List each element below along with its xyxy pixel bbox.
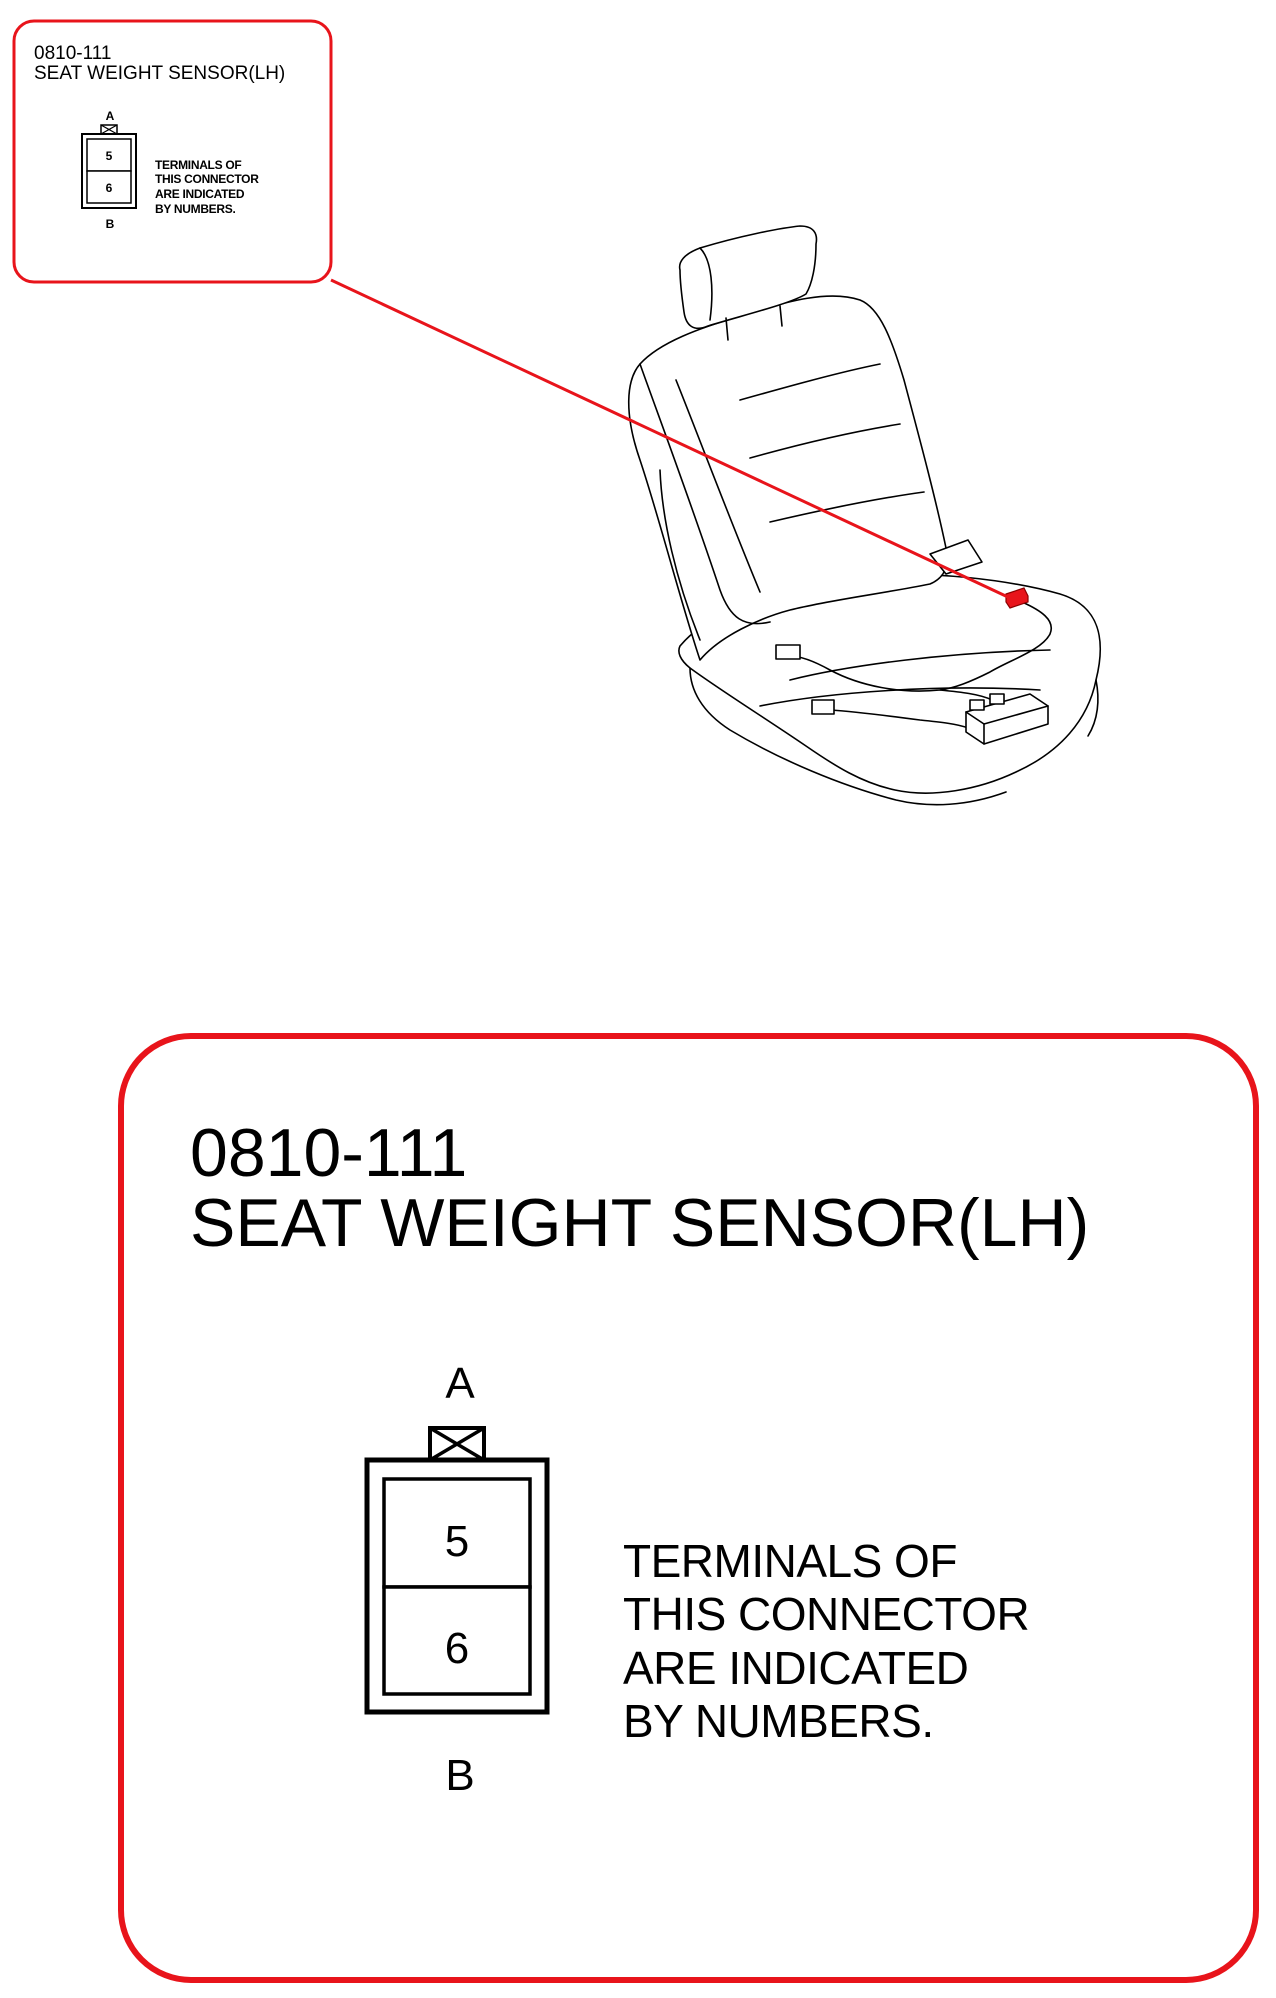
side-label-a: A — [445, 1359, 475, 1408]
small-terminal-number: 5 — [106, 149, 113, 163]
terminal-number: 5 — [445, 1517, 469, 1566]
small-connector-name: SEAT WEIGHT SENSOR(LH) — [34, 63, 285, 84]
small-terminal-cell — [86, 170, 132, 204]
small-callout[interactable]: 0810-111 SEAT WEIGHT SENSOR(LH) A 5 6 B … — [12, 19, 333, 284]
connector-face: A 5 6 B — [364, 1359, 550, 1800]
terminal-cell — [382, 1477, 532, 1589]
connector-name: SEAT WEIGHT SENSOR(LH) — [190, 1185, 1089, 1261]
wire-harness — [789, 601, 1053, 692]
callout-leader-line — [330, 278, 1011, 600]
seat-headrest — [678, 225, 818, 330]
large-callout-border — [118, 1033, 1259, 1983]
small-side-label-a: A — [106, 109, 115, 123]
seat-icon — [627, 225, 1102, 806]
lock-tab-icon — [428, 1426, 486, 1462]
control-module — [965, 693, 1049, 745]
small-terminal-note: TERMINALS OF THIS CONNECTOR ARE INDICATE… — [155, 158, 260, 216]
large-callout: 0810-111 SEAT WEIGHT SENSOR(LH) A 5 6 B … — [118, 1033, 1259, 1983]
small-note-line: TERMINALS OF — [155, 158, 241, 172]
note-line: THIS CONNECTOR — [623, 1588, 1029, 1640]
harness-connector — [811, 699, 835, 715]
seat-back — [627, 295, 948, 661]
small-terminal-number: 6 — [106, 181, 113, 195]
note-line: ARE INDICATED — [623, 1642, 968, 1694]
small-connector-code: 0810-111 — [34, 43, 111, 64]
small-terminal-cell — [86, 138, 132, 172]
small-note-line: ARE INDICATED — [155, 187, 245, 201]
note-line: TERMINALS OF — [623, 1535, 957, 1587]
note-line: BY NUMBERS. — [623, 1695, 934, 1747]
small-side-label-b: B — [106, 217, 115, 231]
small-callout-border — [12, 19, 333, 284]
seat-illustration — [627, 225, 1102, 806]
terminal-number: 6 — [445, 1624, 469, 1673]
side-label-b: B — [445, 1751, 474, 1800]
terminal-cell — [382, 1585, 532, 1696]
harness-connector — [775, 644, 801, 660]
small-note-line: BY NUMBERS. — [155, 202, 236, 216]
small-note-line: THIS CONNECTOR — [155, 172, 259, 186]
connector-code: 0810-111 — [190, 1115, 467, 1191]
highlighted-connector[interactable] — [1005, 587, 1029, 609]
terminal-note: TERMINALS OF THIS CONNECTOR ARE INDICATE… — [623, 1535, 1030, 1747]
small-connector-face: A 5 6 B — [81, 109, 137, 231]
